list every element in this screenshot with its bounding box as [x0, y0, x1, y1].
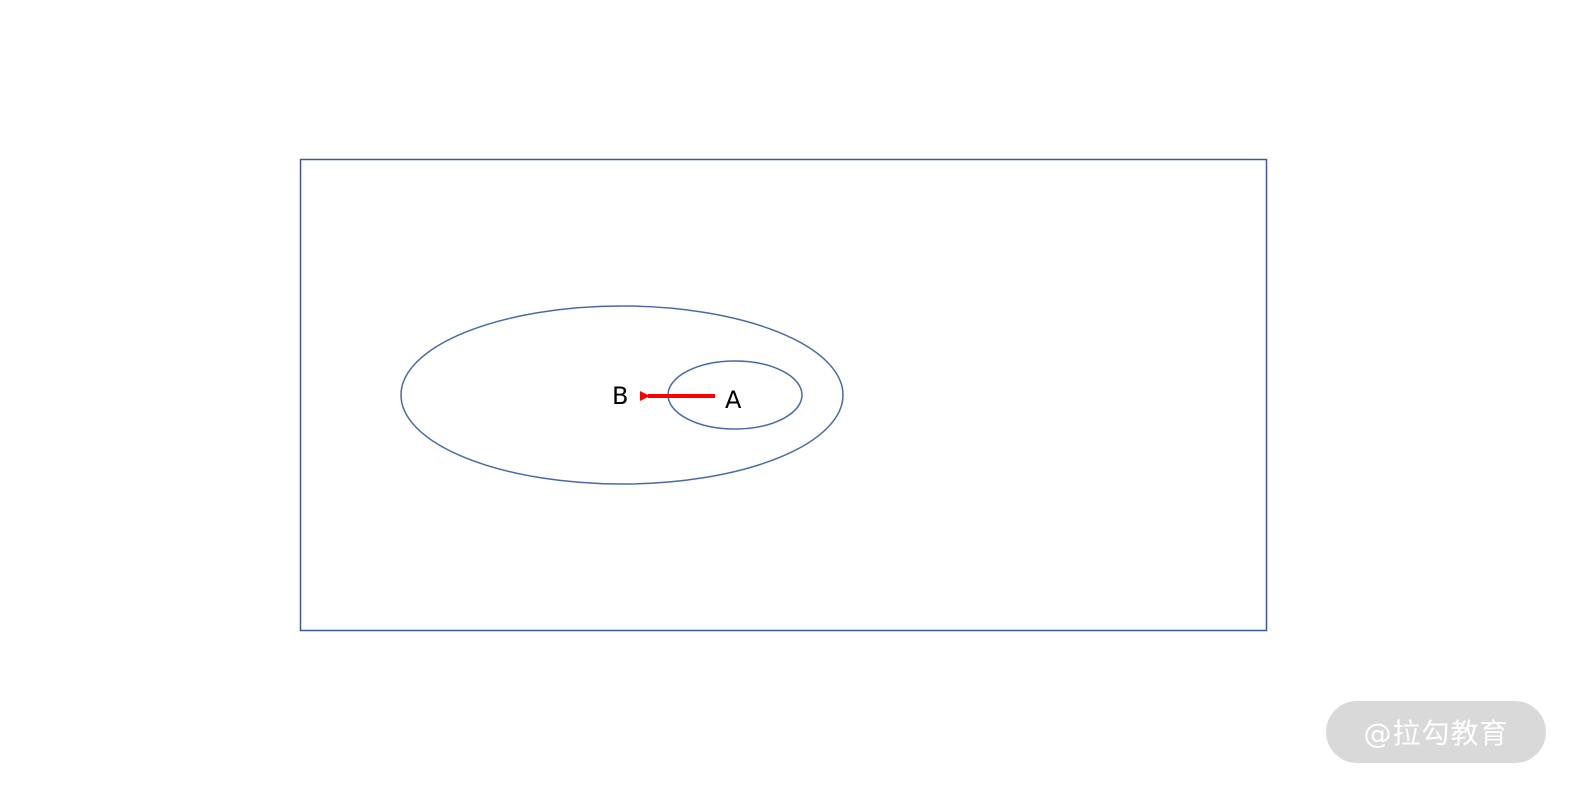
label-a: A	[725, 386, 742, 414]
watermark-badge: @拉勾教育	[1326, 701, 1546, 763]
label-b: B	[612, 382, 628, 410]
ellipse-b	[400, 305, 844, 485]
watermark-text: @拉勾教育	[1363, 717, 1509, 750]
outer-frame	[299, 158, 1268, 632]
